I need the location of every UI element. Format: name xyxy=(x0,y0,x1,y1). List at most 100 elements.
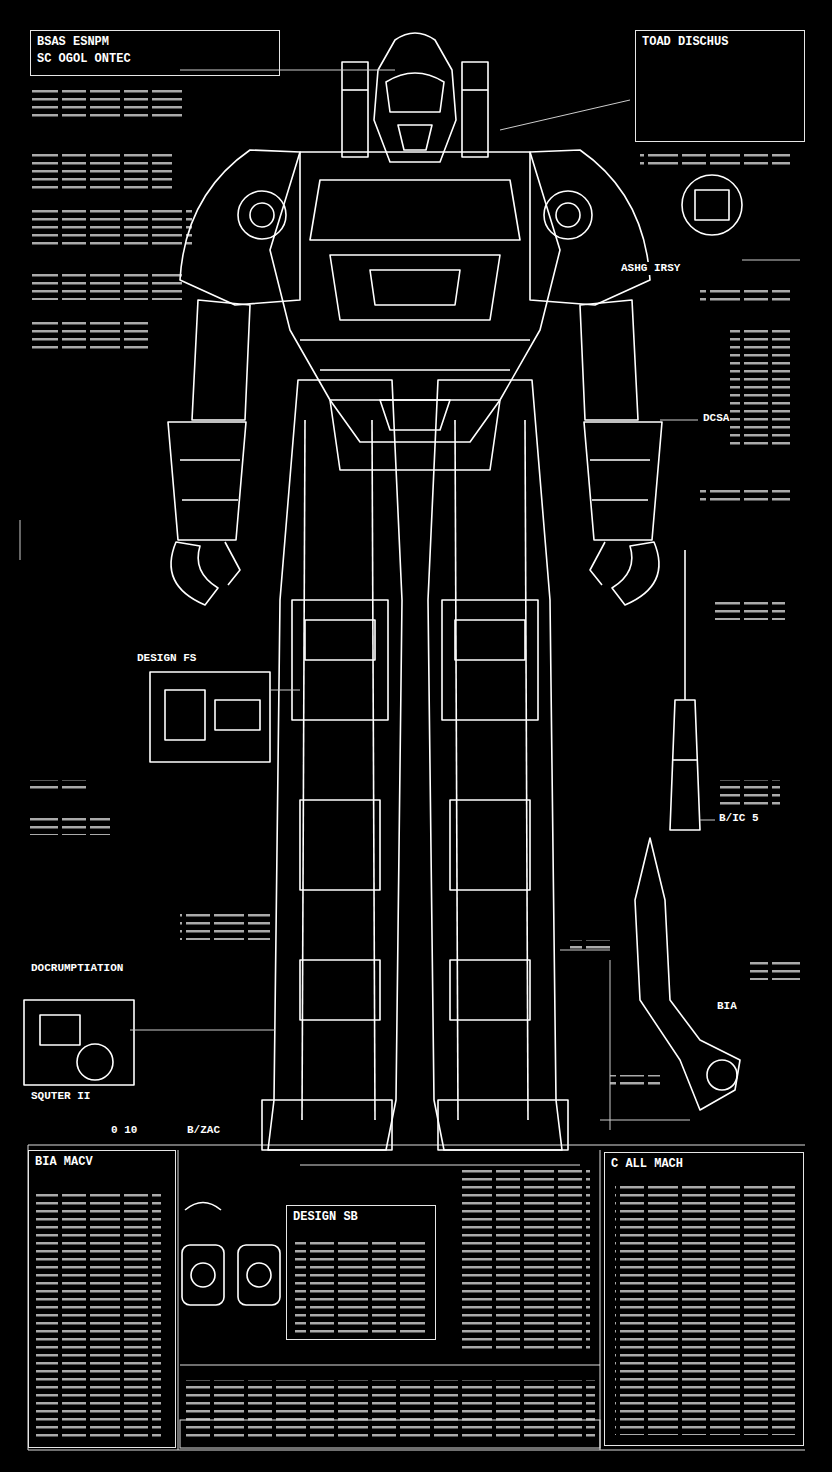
leader-lines xyxy=(20,70,800,1130)
frame-rules xyxy=(28,1145,805,1146)
info-box: TOAD DISCHUS xyxy=(635,30,805,142)
frame-rules xyxy=(178,1150,179,1450)
robot-figure xyxy=(24,33,742,1305)
robot-figure xyxy=(171,542,218,605)
fine-print xyxy=(30,780,90,794)
robot-figure xyxy=(590,542,605,585)
robot-figure xyxy=(525,420,528,1120)
robot-figure xyxy=(238,1245,280,1305)
robot-figure xyxy=(180,459,240,461)
robot-figure xyxy=(250,203,274,227)
fine-print xyxy=(36,1190,161,1440)
info-box: BSAS ESNPMSC OGOL ONTEC xyxy=(30,30,280,76)
leader-lines xyxy=(270,690,300,691)
robot-figure xyxy=(372,420,375,1120)
fine-print xyxy=(295,1240,425,1335)
robot-figure xyxy=(215,700,260,730)
box-heading: SC OGOL ONTEC xyxy=(37,52,131,66)
fine-print xyxy=(640,150,790,166)
robot-figure xyxy=(672,759,698,761)
fine-print xyxy=(700,285,790,305)
robot-figure xyxy=(590,459,650,461)
fine-print xyxy=(32,90,182,120)
robot-figure xyxy=(192,300,250,420)
robot-figure xyxy=(40,1015,80,1045)
robot-figure xyxy=(530,150,650,305)
robot-figure xyxy=(191,1263,215,1287)
robot-figure xyxy=(330,255,500,320)
leader-lines xyxy=(742,260,800,261)
robot-figure xyxy=(262,1100,392,1150)
robot-figure xyxy=(380,400,450,430)
box-heading: DESIGN SB xyxy=(293,1210,358,1224)
robot-figure xyxy=(292,600,388,720)
robot-figure xyxy=(556,203,580,227)
fine-print xyxy=(32,210,192,250)
info-box: BIA MACV xyxy=(28,1150,176,1448)
frame-rules xyxy=(28,1145,805,1450)
info-box: DESIGN SB xyxy=(286,1205,436,1340)
robot-figure xyxy=(450,960,530,1020)
robot-figure xyxy=(398,125,432,150)
fine-print xyxy=(730,330,790,450)
robot-figure xyxy=(635,838,740,1110)
fine-print xyxy=(180,910,270,940)
robot-figure xyxy=(247,1263,271,1287)
robot-figure xyxy=(450,800,530,890)
part-label: SQUTER II xyxy=(30,1090,91,1103)
robot-figure xyxy=(238,191,286,239)
fine-print xyxy=(460,1170,590,1350)
robot-figure xyxy=(682,175,742,235)
robot-figure xyxy=(165,690,205,740)
robot-figure xyxy=(462,89,488,91)
part-label: 0 10 xyxy=(110,1124,138,1137)
fine-print xyxy=(615,1185,795,1435)
robot-figure xyxy=(455,420,458,1120)
fine-print xyxy=(715,600,785,620)
robot-figure xyxy=(270,152,560,442)
box-heading: C ALL MACH xyxy=(611,1157,683,1171)
robot-figure xyxy=(150,672,270,762)
fine-print xyxy=(720,780,780,810)
robot-figure xyxy=(300,960,380,1020)
robot-figure xyxy=(182,1245,224,1305)
robot-figure xyxy=(612,542,659,605)
robot-figure xyxy=(707,1060,737,1090)
leader-lines xyxy=(600,1120,690,1121)
box-heading: BIA MACV xyxy=(35,1155,93,1169)
fine-print xyxy=(30,90,800,1440)
robot-figure xyxy=(592,499,648,501)
robot-figure xyxy=(330,400,500,470)
frame-rules xyxy=(180,1420,600,1448)
leader-lines xyxy=(20,520,21,560)
robot-figure xyxy=(455,620,525,660)
robot-figure xyxy=(305,620,375,660)
robot-figure xyxy=(462,62,488,157)
leader-lines xyxy=(660,420,698,421)
robot-figure xyxy=(24,1000,134,1085)
frame-rules xyxy=(300,1165,580,1166)
robot-figure xyxy=(342,89,368,91)
frame-rules xyxy=(600,1150,601,1450)
fine-print xyxy=(185,1380,595,1440)
robot-figure xyxy=(342,62,368,157)
robot-figure xyxy=(320,369,510,371)
robot-figure xyxy=(670,700,700,830)
part-label: ASHG IRSY xyxy=(620,262,681,275)
robot-figure xyxy=(584,422,662,540)
leader-lines xyxy=(500,100,630,130)
leader-lines xyxy=(610,960,611,1130)
robot-figure xyxy=(268,380,402,1150)
robot-figure xyxy=(386,73,444,112)
robot-figure xyxy=(182,499,238,501)
fine-print xyxy=(32,150,172,190)
robot-figure xyxy=(374,33,456,162)
robot-figure xyxy=(438,1100,568,1150)
robot-figure xyxy=(544,191,592,239)
robot-figure xyxy=(580,300,638,420)
robot-figure xyxy=(300,339,530,341)
robot-figure xyxy=(684,550,686,700)
part-label: DOCRUMPTIATION xyxy=(30,962,124,975)
